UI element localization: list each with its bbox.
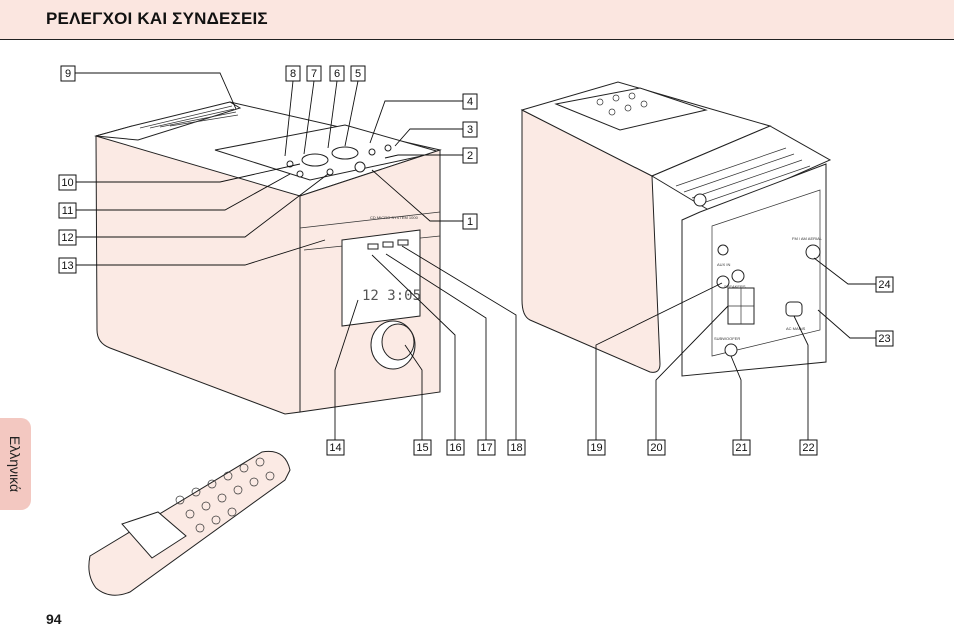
svg-text:17: 17 bbox=[480, 442, 492, 454]
front-unit-illustration: CD MICRO SYSTEM 1000 12 3:05 bbox=[94, 101, 442, 415]
callout-24: 24 bbox=[875, 276, 894, 293]
svg-text:14: 14 bbox=[329, 442, 341, 454]
callout-21: 21 bbox=[732, 439, 751, 456]
callout-1: 1 bbox=[462, 213, 478, 230]
svg-text:5: 5 bbox=[355, 68, 361, 80]
callout-4: 4 bbox=[462, 93, 478, 110]
callout-13: 13 bbox=[58, 257, 77, 274]
page-number: 94 bbox=[46, 611, 62, 627]
svg-text:9: 9 bbox=[65, 68, 71, 80]
rear-panel bbox=[681, 163, 827, 377]
callout-19: 19 bbox=[587, 439, 606, 456]
svg-text:1: 1 bbox=[467, 216, 473, 228]
callout-2: 2 bbox=[462, 147, 478, 164]
svg-text:13: 13 bbox=[61, 260, 73, 272]
callout-14: 14 bbox=[326, 439, 345, 456]
display-digits: 12 3:05 bbox=[362, 288, 421, 304]
callout-17: 17 bbox=[477, 439, 496, 456]
svg-text:3: 3 bbox=[467, 124, 473, 136]
callout-9: 9 bbox=[60, 65, 76, 82]
language-tab[interactable]: Ελληνικά bbox=[0, 418, 31, 510]
jog-left-knob bbox=[301, 153, 329, 167]
svg-text:10: 10 bbox=[61, 177, 73, 189]
display-window bbox=[341, 229, 421, 327]
remote-screen bbox=[121, 511, 187, 559]
callout-12: 12 bbox=[58, 229, 77, 246]
aux-in-label: AUX IN bbox=[717, 262, 730, 267]
subwoofer-jack bbox=[724, 343, 738, 357]
svg-text:18: 18 bbox=[510, 442, 522, 454]
svg-text:20: 20 bbox=[650, 442, 662, 454]
callout-11: 11 bbox=[58, 202, 77, 219]
leader-lines bbox=[75, 72, 876, 440]
callout-3: 3 bbox=[462, 121, 478, 138]
callout-16: 16 bbox=[446, 439, 465, 456]
subwoofer-label: SUBWOOFER bbox=[714, 336, 740, 341]
callout-5: 5 bbox=[350, 65, 366, 82]
jog-right-knob bbox=[331, 146, 359, 160]
svg-text:16: 16 bbox=[449, 442, 461, 454]
svg-text:15: 15 bbox=[416, 442, 428, 454]
svg-text:22: 22 bbox=[802, 442, 814, 454]
svg-text:8: 8 bbox=[290, 68, 296, 80]
rear-unit-illustration: AUX IN FM / AM AERIAL SPEAKERS SUBWOOFER… bbox=[520, 81, 832, 377]
callout-6: 6 bbox=[329, 65, 345, 82]
callout-8: 8 bbox=[285, 65, 301, 82]
ac-mains-label: AC MAINS bbox=[786, 326, 806, 331]
svg-text:7: 7 bbox=[311, 68, 317, 80]
speakers-label: SPEAKERS bbox=[724, 284, 746, 289]
page-title: ΡΕΛΕΓΧΟΙ ΚΑΙ ΣΥΝΔΕΣΕΙΣ bbox=[46, 9, 268, 28]
svg-text:2: 2 bbox=[467, 150, 473, 162]
callout-18: 18 bbox=[507, 439, 526, 456]
callout-15: 15 bbox=[413, 439, 432, 456]
svg-text:6: 6 bbox=[334, 68, 340, 80]
callout-20: 20 bbox=[647, 439, 666, 456]
svg-text:19: 19 bbox=[590, 442, 602, 454]
svg-text:23: 23 bbox=[878, 333, 890, 345]
callout-22: 22 bbox=[799, 439, 818, 456]
power-button-icon bbox=[354, 161, 366, 173]
ac-mains-socket bbox=[785, 301, 803, 317]
aux-in-left-jack bbox=[716, 275, 730, 289]
svg-text:21: 21 bbox=[735, 442, 747, 454]
aux-in-right-jack bbox=[731, 269, 745, 283]
remote-control-illustration bbox=[88, 450, 291, 596]
svg-text:12: 12 bbox=[61, 232, 73, 244]
callout-10: 10 bbox=[58, 174, 77, 191]
svg-text:11: 11 bbox=[62, 205, 73, 217]
aerial-label: FM / AM AERIAL bbox=[792, 236, 823, 241]
callout-7: 7 bbox=[306, 65, 322, 82]
fm-am-aerial-jack bbox=[805, 244, 821, 260]
callout-23: 23 bbox=[875, 330, 894, 347]
svg-text:24: 24 bbox=[878, 279, 890, 291]
svg-text:4: 4 bbox=[467, 96, 473, 108]
page-header: ΡΕΛΕΓΧΟΙ ΚΑΙ ΣΥΝΔΕΣΕΙΣ bbox=[0, 0, 954, 40]
